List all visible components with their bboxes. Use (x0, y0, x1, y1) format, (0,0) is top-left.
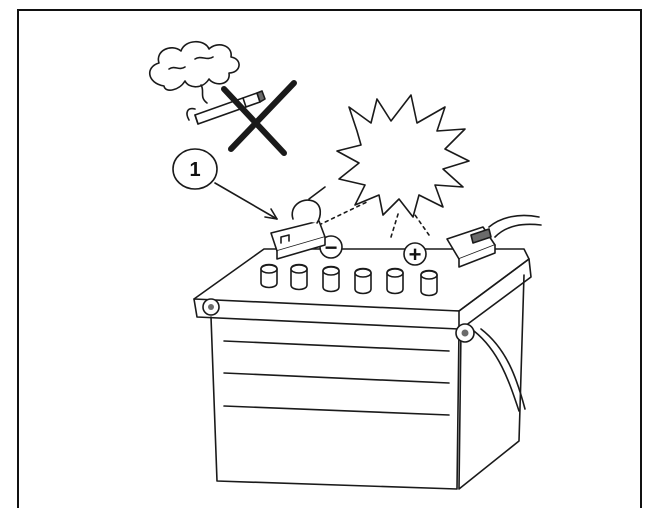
battery-warning-illustration: 1 (19, 11, 640, 508)
figure-frame: 1 (17, 9, 642, 508)
explosion-burst-icon (337, 95, 469, 217)
callout-marker: 1 (173, 149, 277, 219)
spark-lines (319, 201, 429, 237)
battery: − + (194, 187, 541, 489)
positive-symbol: + (409, 242, 422, 267)
negative-symbol: − (325, 235, 338, 260)
callout-number: 1 (189, 159, 200, 181)
